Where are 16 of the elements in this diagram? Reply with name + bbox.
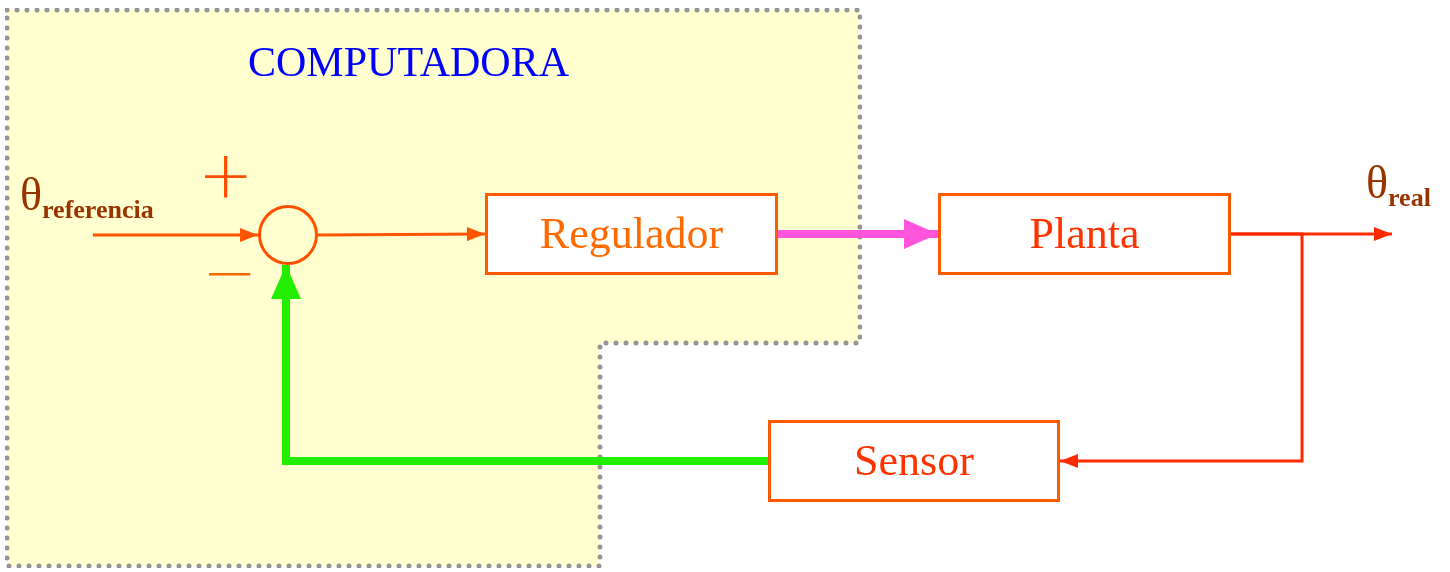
- block-label: Regulador: [539, 212, 724, 256]
- signal-label: θ$_{real}$: [1366, 160, 1431, 211]
- arrow: [93, 228, 258, 242]
- summing-junction: [258, 205, 318, 265]
- minus-sign: −: [202, 240, 258, 306]
- block-box: [938, 193, 1231, 275]
- block-box: [485, 193, 778, 275]
- block-box: [768, 420, 1060, 502]
- plus-sign: +: [198, 142, 254, 208]
- block-label: Sensor: [854, 439, 974, 483]
- block-label: Planta: [1029, 212, 1140, 256]
- arrow: [1060, 232, 1304, 468]
- signal-label: θ$_{referencia}$: [20, 172, 154, 223]
- arrow: [318, 227, 485, 242]
- region-title: COMPUTADORA: [248, 41, 569, 83]
- arrow: [778, 219, 938, 249]
